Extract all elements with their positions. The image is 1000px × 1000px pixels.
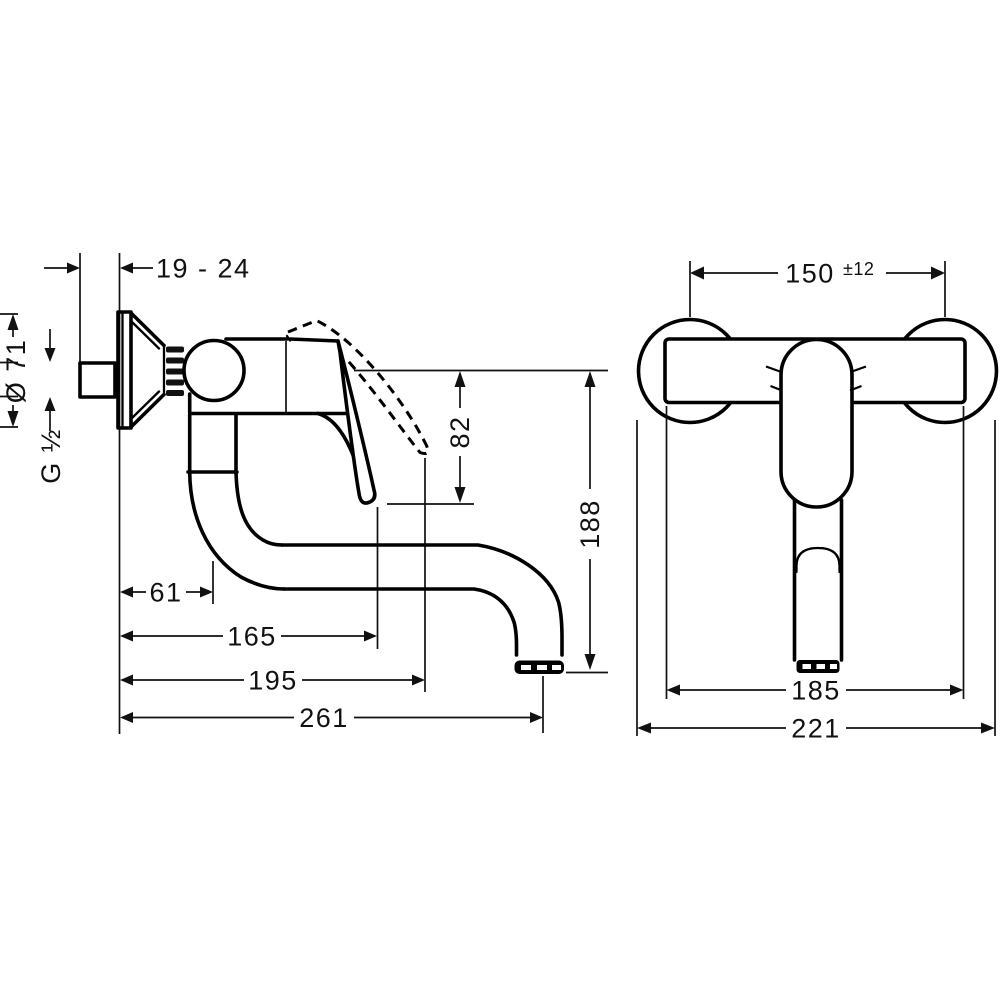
- lever-notch: [285, 334, 292, 342]
- dim-connection-centers: 150 ±12: [690, 259, 945, 289]
- overall-width-extension-lines: [636, 420, 996, 736]
- arrowhead-left-icon: [666, 684, 680, 696]
- thread-ridge: [166, 357, 184, 364]
- dim-outlet-below-axis: 188: [575, 371, 605, 670]
- thread-ridge: [166, 390, 184, 396]
- side-view-extension-lines: [0, 253, 608, 734]
- thread-ridge: [166, 346, 184, 353]
- spout-arm-top-and-bend: [280, 543, 564, 657]
- arrowhead-right-icon: [364, 630, 377, 642]
- arrowhead-right-icon: [981, 722, 995, 734]
- dim-spout-axis-offset-label: 61: [149, 578, 182, 608]
- arrowhead-up-icon: [7, 314, 19, 330]
- arrowhead-up-icon: [44, 397, 56, 411]
- threaded-connector: [166, 346, 184, 396]
- arrowhead-down-icon: [454, 487, 466, 503]
- dim-body-width: 185: [666, 676, 964, 706]
- arrowhead-right-icon: [950, 684, 964, 696]
- wall-nipple: [78, 361, 117, 399]
- dim-lever-below-axis-label: 82: [445, 415, 475, 448]
- union-nut-ball: [182, 338, 246, 403]
- dim-wall-offset-label: 19 - 24: [156, 254, 251, 284]
- arrowhead-down-icon: [7, 411, 19, 427]
- dim-lever-below-axis: 82: [445, 371, 475, 503]
- arrowhead-right-icon: [67, 262, 80, 274]
- dim-spout-projection-label: 261: [299, 703, 349, 733]
- side-view-faucet-outline: [78, 310, 564, 674]
- dim-connection-tolerance-label: ±12: [843, 259, 874, 279]
- spout-s-curve-outer: [187, 470, 286, 591]
- arrowhead-left-icon: [690, 266, 704, 280]
- dim-connection-centers-label: 150: [785, 259, 835, 289]
- arrowhead-right-icon: [530, 712, 543, 723]
- escutcheon-cone: [129, 311, 166, 429]
- lever-handle-front: [779, 337, 854, 509]
- lever-blade: [336, 339, 377, 505]
- dim-overall-width-label: 221: [791, 714, 841, 744]
- arrowhead-left-icon: [120, 262, 133, 274]
- dim-overall-width: 221: [637, 714, 995, 744]
- dim-flange-diameter-label: Ø 71: [1, 339, 31, 404]
- dim-lever-projection: 165: [120, 622, 377, 652]
- arrowhead-up-icon: [584, 371, 596, 387]
- arrowhead-left-icon: [637, 722, 651, 734]
- dim-body-width-label: 185: [791, 676, 841, 706]
- dim-lever-projection-label: 165: [227, 622, 277, 652]
- centers-extension-lines: [689, 261, 946, 317]
- arrowhead-down-icon: [584, 654, 596, 670]
- dim-wall-offset: 19 - 24: [44, 254, 251, 284]
- dim-inlet-thread-label: G ½: [36, 428, 66, 484]
- side-view: 19 - 24 Ø 71 G ½ 61 165: [0, 253, 608, 734]
- dim-outlet-below-axis-label: 188: [575, 499, 605, 549]
- lever-top-edge: [288, 337, 340, 343]
- arrowhead-left-icon: [120, 674, 133, 686]
- lever-raised-dashed-outline: [287, 319, 430, 456]
- arrowhead-right-icon: [200, 586, 213, 598]
- front-view: 150 ±12 185 221: [636, 259, 999, 744]
- front-view-faucet-outline: [636, 317, 999, 673]
- body-width-extension-lines: [665, 406, 965, 699]
- escutcheon-cone-inner-lines: [129, 319, 166, 421]
- arrowhead-right-icon: [931, 266, 945, 280]
- dim-inlet-thread: G ½: [36, 329, 66, 484]
- handle-tick-marks: [765, 365, 867, 392]
- swivel-dome: [795, 546, 841, 574]
- arrowhead-left-icon: [120, 712, 133, 723]
- arrowhead-down-icon: [44, 348, 56, 362]
- dim-flange-diameter: Ø 71: [1, 314, 31, 427]
- thread-stub-lines: [0, 361, 18, 398]
- escutcheon-flange: [116, 310, 133, 430]
- flange-diameter-stub-lines: [0, 313, 18, 428]
- arrowhead-left-icon: [120, 630, 133, 642]
- arrowhead-up-icon: [454, 371, 466, 387]
- arrowhead-left-icon: [120, 586, 133, 598]
- aerator-front: [796, 660, 840, 673]
- spout-tube: [792, 498, 844, 662]
- arrowhead-right-icon: [412, 674, 425, 686]
- aerator-side: [514, 660, 564, 674]
- dim-spout-projection: 261: [120, 703, 543, 733]
- dim-spout-axis-offset: 61: [120, 578, 213, 608]
- dim-lever-projection-raised-label: 195: [248, 666, 298, 696]
- down-pipe: [186, 392, 239, 474]
- spout-s-curve-inner: [234, 470, 284, 547]
- dim-lever-projection-raised: 195: [120, 666, 425, 696]
- front-view-extension-lines: [636, 261, 996, 736]
- thread-ridge: [166, 379, 184, 386]
- spout-arm-bottom-and-bend: [282, 587, 519, 657]
- thread-ridge: [166, 368, 184, 375]
